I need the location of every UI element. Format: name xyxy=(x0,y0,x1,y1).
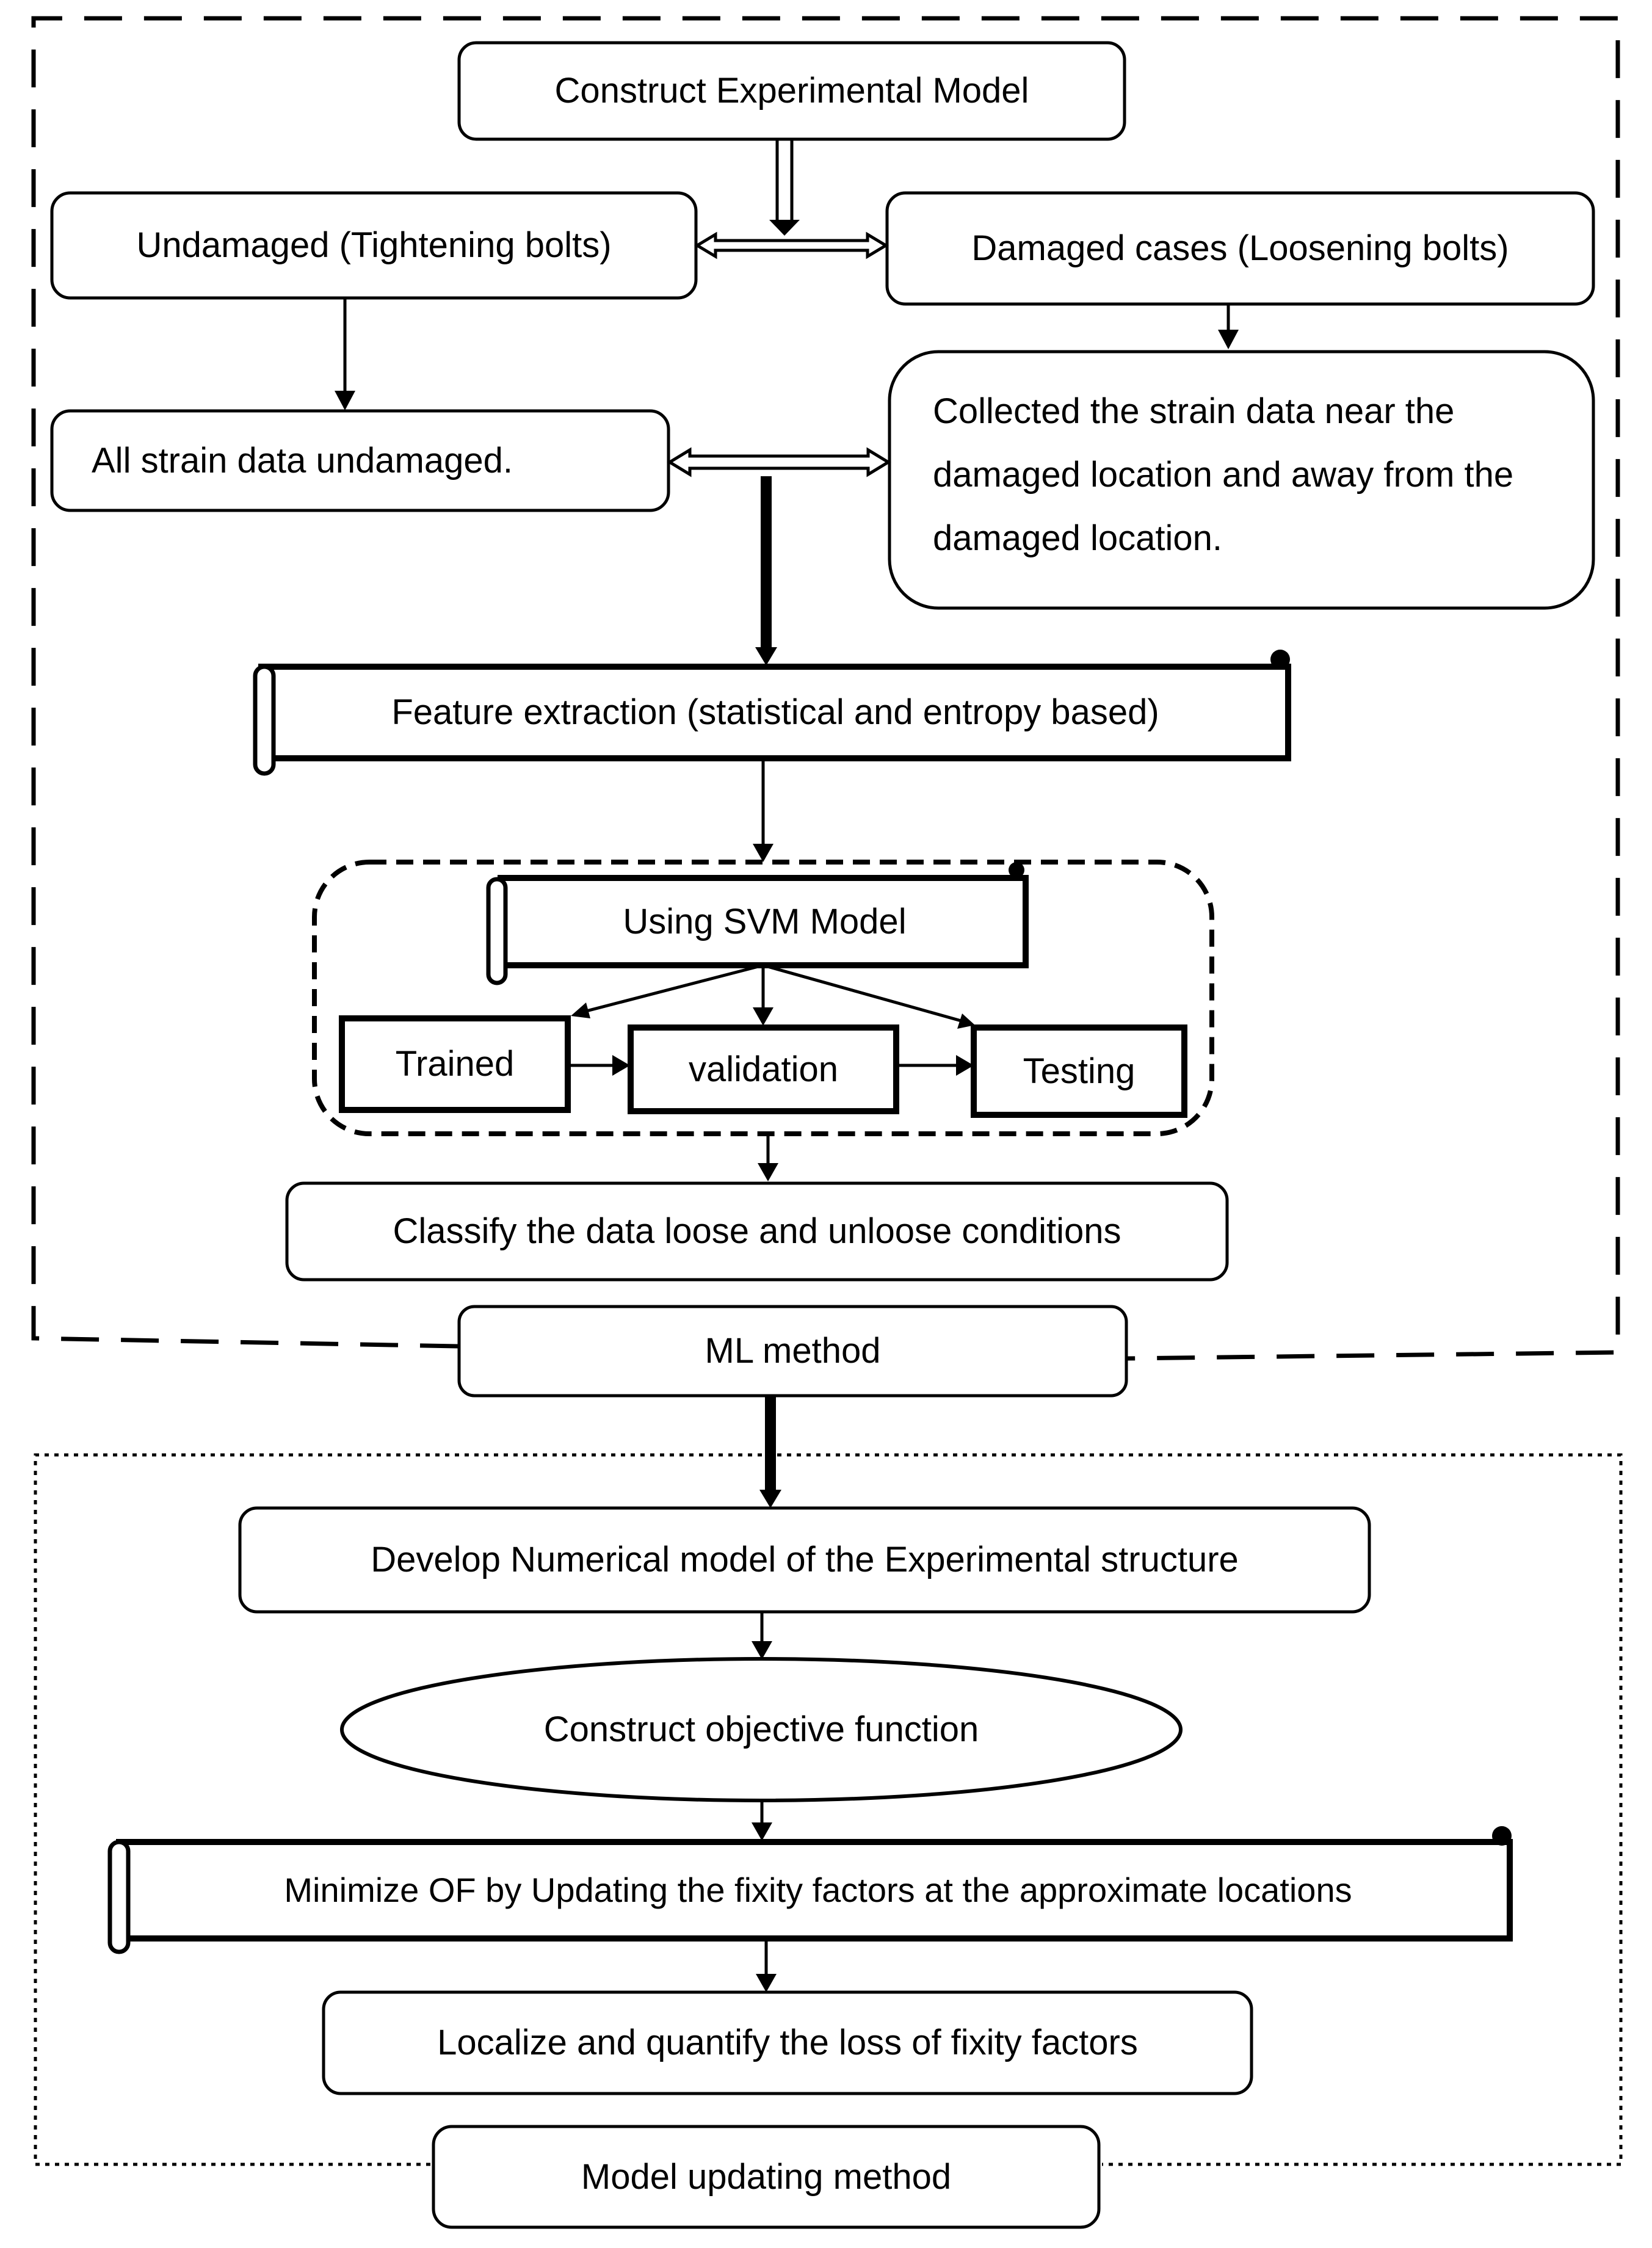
validation-label: validation xyxy=(688,1049,839,1089)
testing-label: Testing xyxy=(1023,1051,1136,1091)
localize-box xyxy=(322,1990,1253,2095)
develop-numerical-label: Develop Numerical model of the Experimen… xyxy=(371,1540,1239,1580)
arrow-strain-collected-link xyxy=(667,447,891,477)
model-updating-caption: Model updating method xyxy=(581,2156,952,2197)
objective-function-label: Construct objective function xyxy=(543,1710,979,1750)
arrow-construct-to-cases xyxy=(769,139,800,236)
validation-box xyxy=(628,1024,899,1114)
minimize-of-roll xyxy=(107,1840,131,1954)
svm-model-roll xyxy=(486,877,508,985)
arrow-undamaged-damaged-link xyxy=(694,231,889,259)
collected-strain-label: Collected the strain data near the damag… xyxy=(933,391,1514,558)
model-updating-caption-box xyxy=(432,2125,1101,2229)
mu-section-frame xyxy=(34,1453,1623,2166)
ml-section-frame xyxy=(31,16,1620,1361)
minimize-of-curl xyxy=(1492,1826,1512,1846)
minimize-of-label: Minimize OF by Updating the fixity facto… xyxy=(284,1871,1352,1910)
ml-method-caption-box xyxy=(457,1305,1128,1398)
testing-box xyxy=(971,1024,1187,1118)
damaged-cases-box xyxy=(885,191,1595,306)
develop-numerical-box xyxy=(238,1506,1371,1614)
feature-extraction-roll xyxy=(253,664,276,776)
svm-group-frame xyxy=(312,860,1214,1136)
damaged-cases-label: Damaged cases (Loosening bolts) xyxy=(971,228,1509,269)
trained-box xyxy=(339,1015,571,1113)
ml-method-caption: ML method xyxy=(705,1331,881,1371)
svm-model-label: Using SVM Model xyxy=(623,901,907,941)
all-strain-label: All strain data undamaged. xyxy=(92,440,513,480)
arrow-svm-fanout xyxy=(571,963,975,1029)
trained-label: Trained xyxy=(395,1044,515,1084)
construct-model-label: Construct Experimental Model xyxy=(554,71,1029,111)
feature-extraction-label: Feature extraction (statistical and entr… xyxy=(391,692,1159,733)
svm-model-curl xyxy=(1009,862,1024,878)
collected-strain-box xyxy=(888,350,1595,610)
classify-label: Classify the data loose and unloose cond… xyxy=(393,1211,1121,1252)
feature-extraction-curl xyxy=(1270,650,1290,669)
undamaged-label: Undamaged (Tightening bolts) xyxy=(136,225,612,266)
classify-box xyxy=(285,1181,1229,1282)
all-strain-box xyxy=(50,409,670,512)
localize-label: Localize and quantify the loss of fixity… xyxy=(437,2023,1138,2063)
